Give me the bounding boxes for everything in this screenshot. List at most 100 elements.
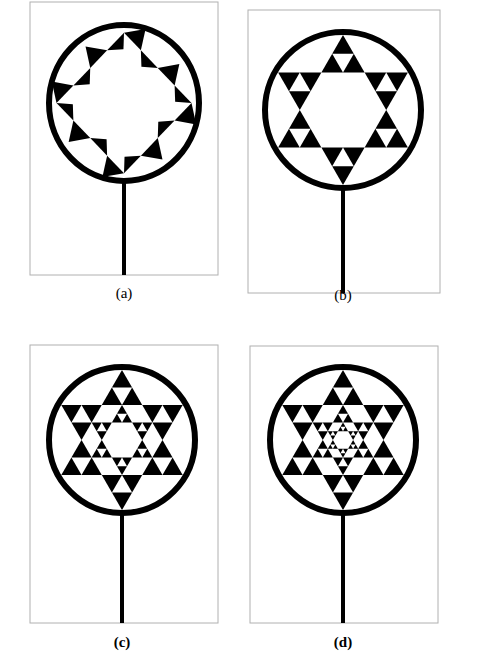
patch-triangle	[386, 129, 408, 148]
patch-triangle	[351, 436, 356, 440]
patch-triangle	[373, 440, 393, 458]
patch-triangle	[363, 422, 373, 431]
patch-triangle	[338, 449, 343, 453]
feed-line	[120, 513, 124, 623]
patch-triangle	[340, 453, 345, 457]
patch-triangle	[353, 444, 358, 448]
patch-triangle	[61, 405, 81, 423]
patch-triangle	[383, 405, 403, 423]
patch-triangle	[61, 458, 81, 476]
patch-triangle	[292, 440, 312, 458]
patch-triangle	[303, 458, 323, 476]
patch-triangle	[289, 110, 311, 129]
patch-triangle	[92, 422, 102, 431]
patch-triangle	[102, 449, 112, 458]
patch-triangle	[107, 33, 124, 51]
patch-triangle	[321, 147, 343, 166]
patch-triangle	[333, 431, 338, 435]
patch-triangle	[313, 422, 323, 431]
feed-line	[341, 188, 345, 293]
patch-triangle	[300, 73, 322, 92]
patch-triangle	[152, 440, 172, 458]
patch-triangle	[318, 440, 328, 449]
panel-frame	[30, 2, 218, 275]
patch-triangle	[292, 422, 312, 440]
patch-triangle	[353, 449, 363, 458]
patch-triangle	[97, 440, 107, 449]
patch-triangle	[313, 449, 323, 458]
patch-triangle	[375, 110, 397, 129]
patch-triangle	[318, 431, 328, 440]
patch-triangle	[323, 475, 343, 493]
patch-triangle	[132, 449, 142, 458]
panel-caption: (d)	[334, 634, 352, 651]
patch-triangle	[102, 387, 122, 405]
patch-triangle	[158, 121, 175, 139]
patch-triangle	[141, 138, 163, 159]
patch-triangle	[363, 449, 373, 458]
patch-triangle	[102, 156, 124, 177]
patch-triangle	[137, 431, 147, 440]
patch-triangle	[333, 444, 338, 448]
patch-triangle	[52, 82, 74, 103]
patch-triangle	[82, 405, 102, 423]
patch-triangle	[343, 147, 365, 166]
patch-triangle	[142, 422, 152, 431]
patch-triangle	[90, 138, 107, 156]
patch-triangle	[152, 422, 172, 440]
patch-triangle	[124, 156, 141, 174]
patch-triangle	[112, 414, 122, 423]
patch-triangle	[365, 73, 387, 92]
patch-triangle	[358, 431, 368, 440]
patch-triangle	[124, 29, 146, 50]
patch-triangle	[353, 431, 358, 435]
patch-triangle	[343, 475, 363, 493]
patch-triangle	[330, 440, 335, 444]
patch-triangle	[289, 91, 311, 110]
patch-triangle	[321, 54, 343, 73]
patch-triangle	[343, 54, 365, 73]
patch-triangle	[57, 103, 74, 121]
patch-triangle	[332, 35, 354, 54]
patch-triangle	[102, 475, 122, 493]
patch-triangle	[142, 449, 152, 458]
patch-triangle	[338, 466, 348, 475]
patch-triangle	[303, 405, 323, 423]
patch-triangle	[282, 458, 302, 476]
patch-triangle	[373, 422, 393, 440]
panel-caption: (a)	[116, 285, 133, 302]
patch-triangle	[330, 436, 335, 440]
patch-triangle	[348, 431, 353, 435]
patch-triangle	[343, 387, 363, 405]
patch-triangle	[351, 440, 356, 444]
patch-triangle	[86, 46, 108, 67]
patch-triangle	[112, 458, 122, 467]
ring-patch	[270, 367, 416, 513]
patch-triangle	[333, 414, 343, 423]
patch-triangle	[343, 414, 353, 423]
patch-triangle	[338, 427, 343, 431]
patch-triangle	[71, 440, 91, 458]
patch-triangle	[323, 422, 333, 431]
feed-line	[341, 513, 345, 623]
panel-frame	[250, 346, 438, 623]
patch-triangle	[328, 444, 333, 448]
patch-triangle	[117, 466, 127, 475]
ring-patch	[265, 32, 421, 188]
patch-triangle	[332, 166, 354, 185]
patch-triangle	[112, 493, 132, 511]
patch-triangle	[343, 449, 348, 453]
patch-triangle	[383, 458, 403, 476]
patch-triangle	[323, 387, 343, 405]
patch-triangle	[343, 458, 353, 467]
patch-triangle	[338, 405, 348, 414]
patch-triangle	[348, 444, 353, 448]
ring-patch	[49, 367, 195, 513]
patch-triangle	[122, 475, 142, 493]
patch-triangle	[132, 422, 142, 431]
patch-triangle	[82, 458, 102, 476]
patch-triangle	[340, 422, 345, 426]
patch-triangle	[333, 458, 343, 467]
panel-caption: (b)	[334, 287, 352, 304]
